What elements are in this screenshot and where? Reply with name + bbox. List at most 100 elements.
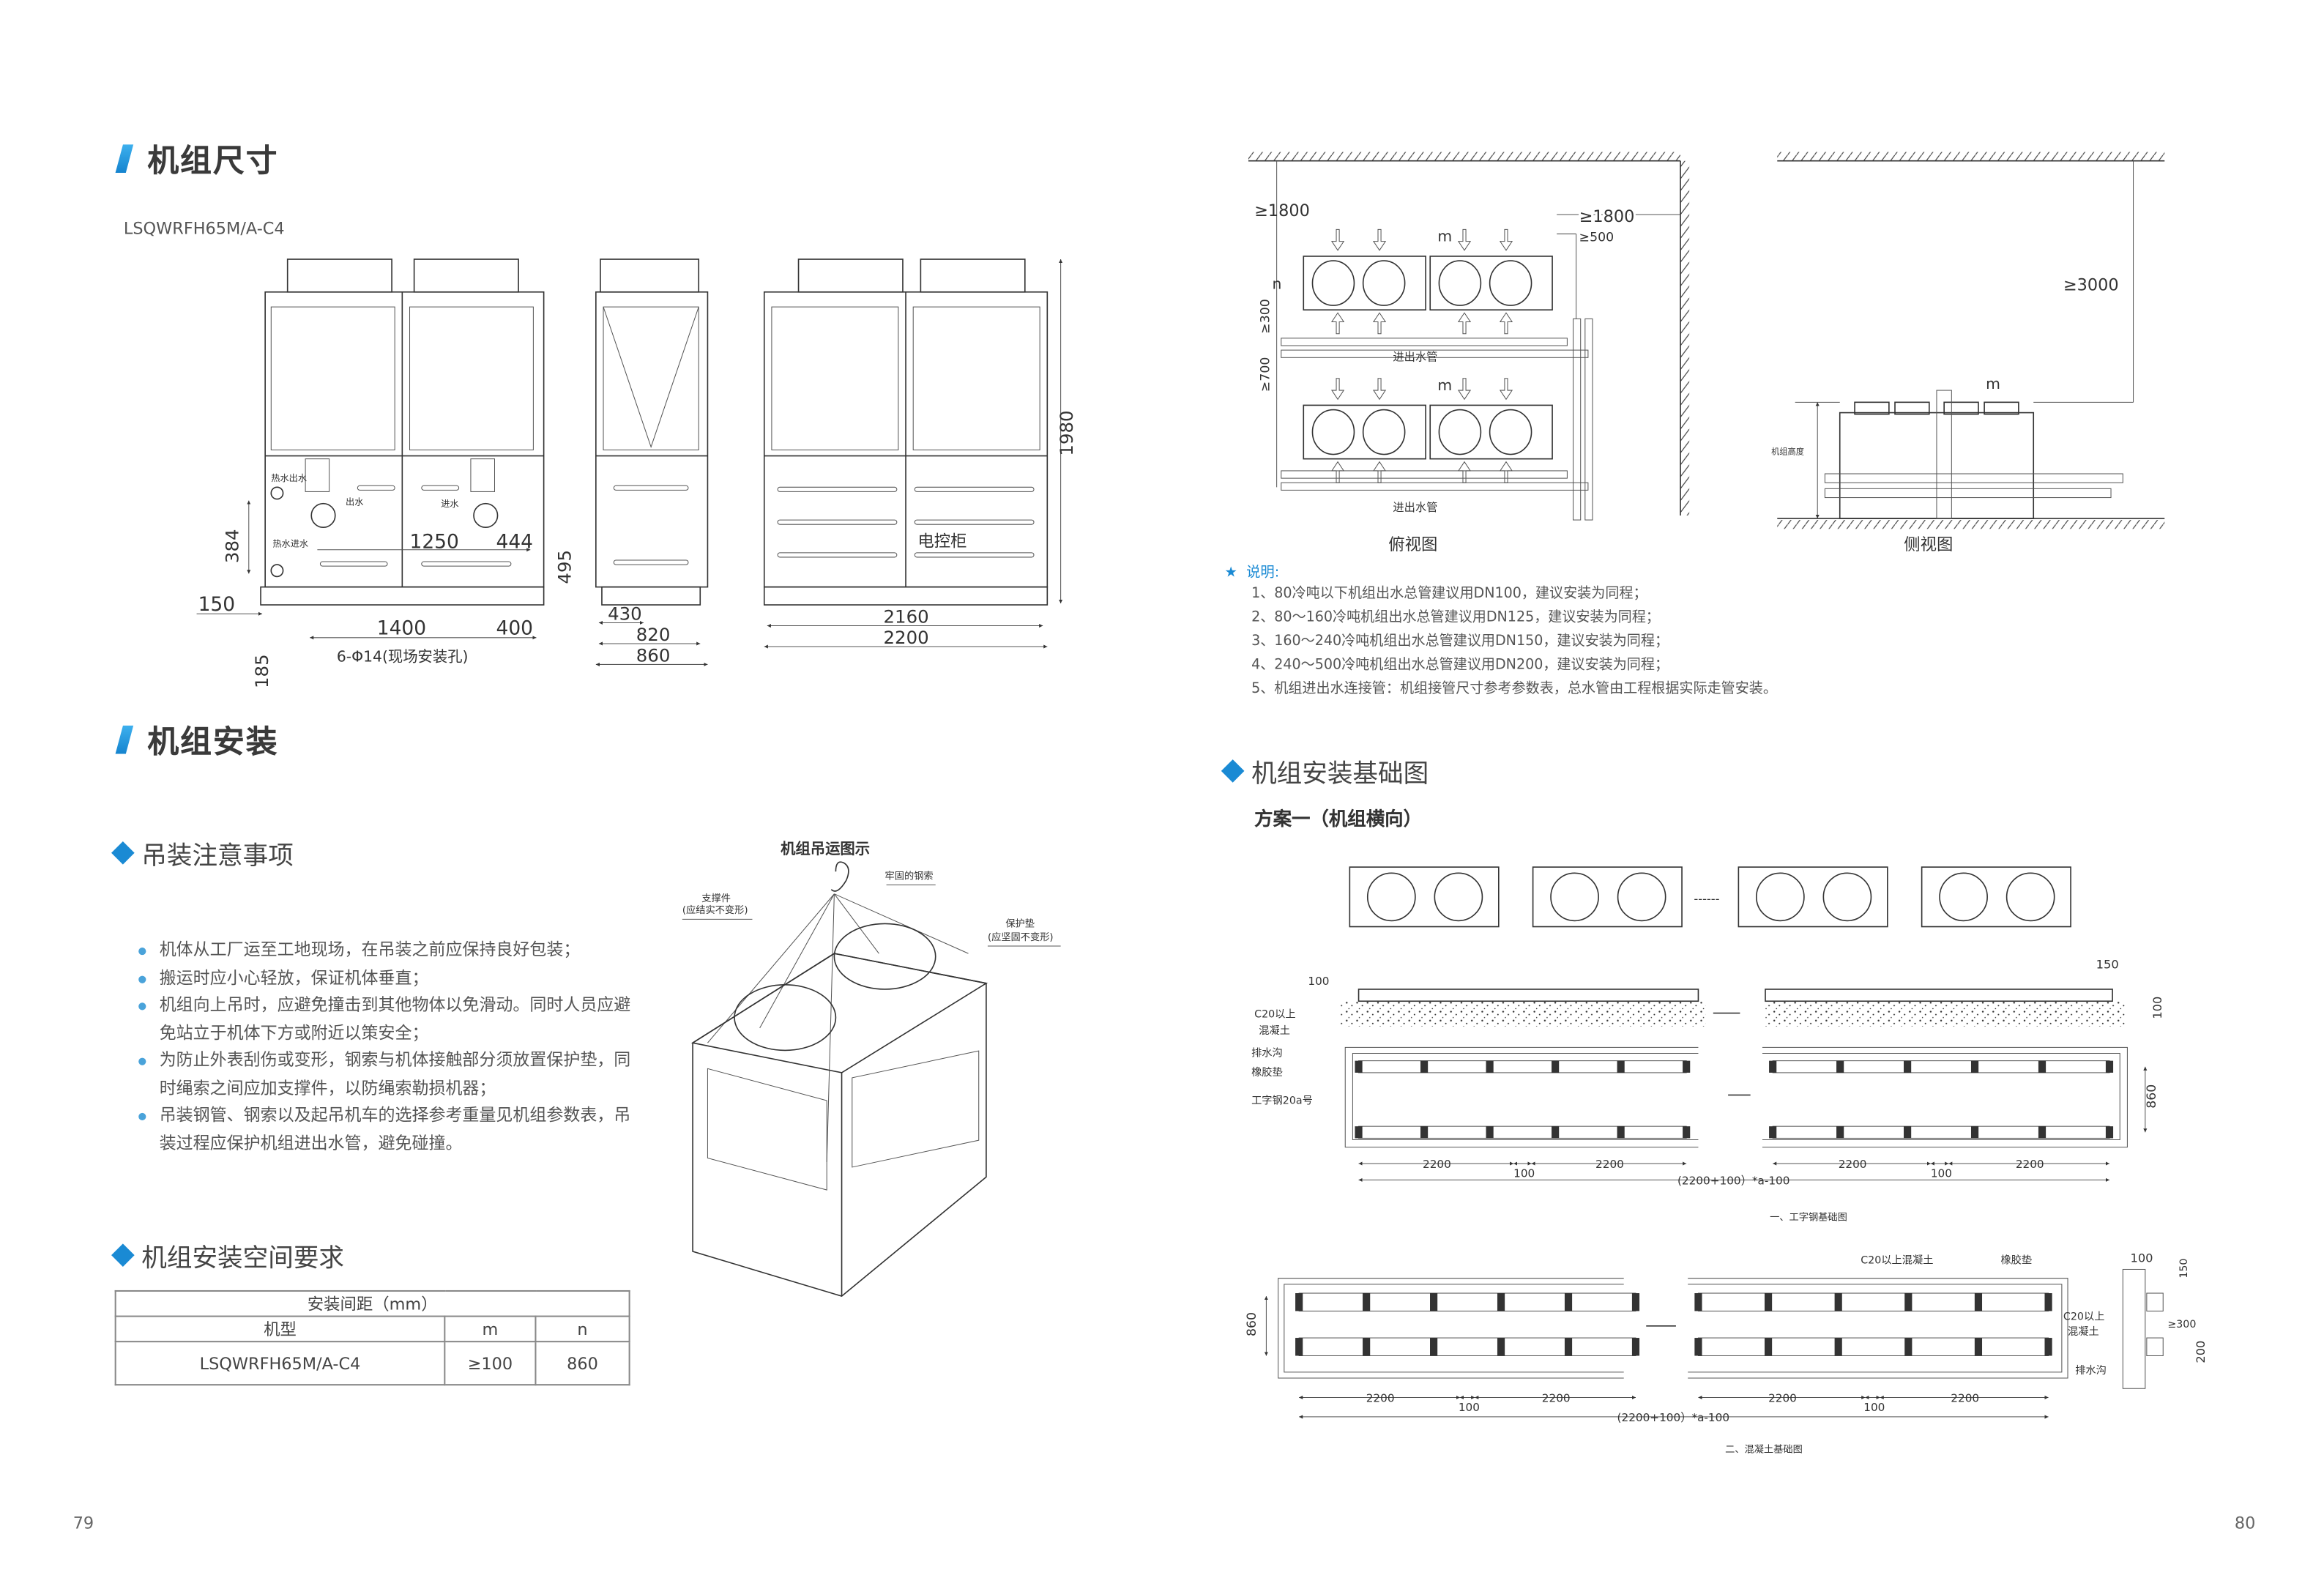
svg-text:工字钢20a号: 工字钢20a号 (1251, 1095, 1313, 1107)
rubber-pad (1694, 1338, 1702, 1356)
table-cell: 860 (535, 1341, 630, 1386)
airflow-down-icon (1457, 378, 1472, 401)
dimension-label: 2200 (1839, 1158, 1867, 1171)
fan-icon (1617, 872, 1666, 922)
lifting-bullets: 机体从工厂运至工地现场，在吊装之前应保持良好包装； 搬运时应小心轻放，保证机体垂… (138, 937, 645, 1158)
svg-text:n: n (1273, 275, 1282, 293)
steel-beam (1358, 1125, 1687, 1139)
fan-icon (1438, 260, 1482, 306)
note-item: 1、80冷吨以下机组出水总管建议用DN100，建议安装为同程； (1251, 585, 1647, 602)
unit-outline (1429, 404, 1553, 460)
rubber-pad (1295, 1338, 1303, 1356)
model-label: LSQWRFH65M/A-C4 (123, 219, 285, 239)
dimension-label: 100 (1863, 1401, 1885, 1414)
svg-text:≥1800: ≥1800 (1254, 201, 1310, 220)
rubber-pad (1683, 1060, 1691, 1073)
svg-text:------: ------ (1694, 892, 1719, 906)
dimension-label: 100 (1513, 1166, 1535, 1180)
rubber-pad (1430, 1338, 1438, 1356)
svg-text:热水进水: 热水进水 (272, 539, 308, 549)
unit-outline (1303, 256, 1426, 311)
rubber-pad (1683, 1126, 1691, 1139)
dimension-total: (2200+100）*a-100 (1677, 1175, 1789, 1188)
rubber-pad (1564, 1338, 1573, 1356)
fan-icon (1362, 409, 1406, 455)
svg-text:(应坚固不变形): (应坚固不变形) (988, 931, 1054, 943)
table-cell: ≥100 (444, 1341, 537, 1386)
rubber-pad (2044, 1338, 2052, 1356)
rubber-pad (1904, 1060, 1912, 1073)
svg-text:进出水管: 进出水管 (1393, 350, 1437, 363)
rubber-pad (1904, 1126, 1912, 1139)
svg-text:150: 150 (198, 593, 235, 616)
svg-text:m: m (1437, 376, 1452, 394)
svg-text:支撑件: 支撑件 (701, 893, 731, 904)
dimension-label: 100 (1459, 1401, 1480, 1414)
svg-text:1400: 1400 (377, 617, 426, 640)
dimension-label: 2200 (2016, 1158, 2044, 1171)
svg-text:混凝土: 混凝土 (1259, 1024, 1290, 1037)
rubber-pad (1497, 1293, 1505, 1311)
rubber-pad (1834, 1293, 1842, 1311)
svg-text:100: 100 (2150, 997, 2164, 1019)
rubber-pad (1834, 1338, 1842, 1356)
rubber-pad (1836, 1126, 1844, 1139)
airflow-up-icon (1457, 461, 1472, 483)
airflow-up-icon (1499, 312, 1513, 335)
svg-text:排水沟: 排水沟 (2075, 1364, 2107, 1377)
svg-text:1980: 1980 (1056, 410, 1077, 455)
rubber-pad (1552, 1060, 1560, 1073)
table-header: 机型 (114, 1315, 446, 1343)
svg-text:860: 860 (636, 644, 671, 666)
svg-text:侧视图: 侧视图 (1904, 535, 1953, 554)
fan-icon (1489, 260, 1532, 306)
dimension-label: 2200 (1768, 1392, 1797, 1405)
table-header: m (444, 1315, 537, 1343)
airflow-down-icon (1457, 228, 1472, 251)
rubber-pad (1430, 1293, 1438, 1311)
svg-text:一、工字钢基础图: 一、工字钢基础图 (1770, 1211, 1847, 1223)
rubber-pad (1564, 1293, 1573, 1311)
rubber-pad (1836, 1060, 1844, 1073)
page-number-right: 80 (2234, 1514, 2256, 1533)
svg-text:排水沟: 排水沟 (1251, 1047, 1283, 1060)
unit-outline (1303, 404, 1426, 460)
svg-text:2200: 2200 (884, 627, 929, 648)
svg-text:≥500: ≥500 (1579, 231, 1614, 245)
rubber-pad (1904, 1338, 1913, 1356)
space-table: 安装间距（mm） 机型 m n LSQWRFH65M/A-C4 ≥100 860 (114, 1289, 630, 1386)
svg-text:2160: 2160 (884, 606, 929, 627)
fan-icon (1362, 260, 1406, 306)
steel-beam (1697, 1337, 2049, 1356)
rubber-pad (2105, 1126, 2114, 1139)
svg-text:1250: 1250 (410, 531, 459, 554)
airflow-down-icon (1372, 378, 1387, 401)
rubber-pad (2044, 1293, 2052, 1311)
svg-text:150: 150 (2096, 957, 2119, 971)
table-row: LSQWRFH65M/A-C4 ≥100 860 (114, 1341, 630, 1386)
svg-text:860: 860 (2145, 1084, 2159, 1109)
rubber-pad (1974, 1293, 1983, 1311)
svg-text:≥300: ≥300 (2167, 1319, 2196, 1330)
svg-text:150: 150 (2178, 1259, 2190, 1279)
svg-text:495: 495 (554, 550, 575, 584)
svg-text:(应结实不变形): (应结实不变形) (682, 904, 748, 916)
steel-beam (1298, 1292, 1636, 1311)
note-item: 2、80～160冷吨机组出水总管建议用DN125，建议安装为同程； (1251, 609, 1660, 626)
rubber-pad (1764, 1338, 1773, 1356)
unit-outline (1429, 256, 1553, 311)
list-item: 吊装钢管、钢索以及起吊机车的选择参考重量见机组参数表，吊装过程应保护机组进出水管… (138, 1103, 645, 1158)
rubber-pad (1631, 1293, 1640, 1311)
dimension-total: (2200+100）*a-100 (1617, 1411, 1729, 1424)
steel-beam (1697, 1292, 2049, 1311)
dimension-label: 2200 (1366, 1392, 1395, 1405)
fan-icon (1311, 409, 1355, 455)
list-item: 为防止外表刮伤或变形，钢索与机体接触部分须放置保护垫，同时绳索之间应加支撑件，以… (138, 1047, 645, 1102)
airflow-down-icon (1372, 228, 1387, 251)
rubber-pad (1363, 1338, 1371, 1356)
unit-outline (1738, 866, 1888, 928)
rubber-pad (1769, 1126, 1777, 1139)
svg-text:电控柜: 电控柜 (917, 532, 967, 551)
dimension-label: 100 (1931, 1166, 1952, 1180)
